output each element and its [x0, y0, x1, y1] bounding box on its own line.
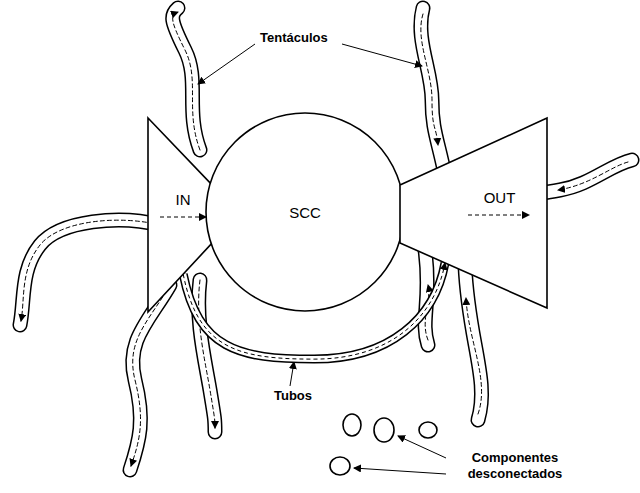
tentacle	[130, 285, 170, 470]
tentacles	[20, 8, 632, 470]
tentacles-label: Tentáculos	[258, 30, 330, 46]
disconnected-components	[330, 414, 437, 475]
node-label: OUT	[484, 189, 516, 206]
tentacle	[199, 280, 215, 432]
node-label: SCC	[289, 204, 321, 221]
output-funnel-outline	[400, 118, 547, 308]
tentacle	[20, 220, 160, 325]
tubes-label: Tubos	[272, 388, 314, 404]
output-funnel: OUT	[400, 118, 547, 308]
input-funnel-outline	[148, 118, 212, 312]
tentacle	[465, 265, 482, 420]
input-funnel: IN	[148, 118, 212, 312]
leader-lines	[198, 44, 446, 474]
tentacle	[421, 8, 445, 175]
components-label: Componentes desconectados	[448, 450, 582, 481]
node-label: IN	[176, 191, 191, 208]
tentacle	[173, 8, 200, 150]
scc-circle: SCC	[205, 112, 405, 312]
